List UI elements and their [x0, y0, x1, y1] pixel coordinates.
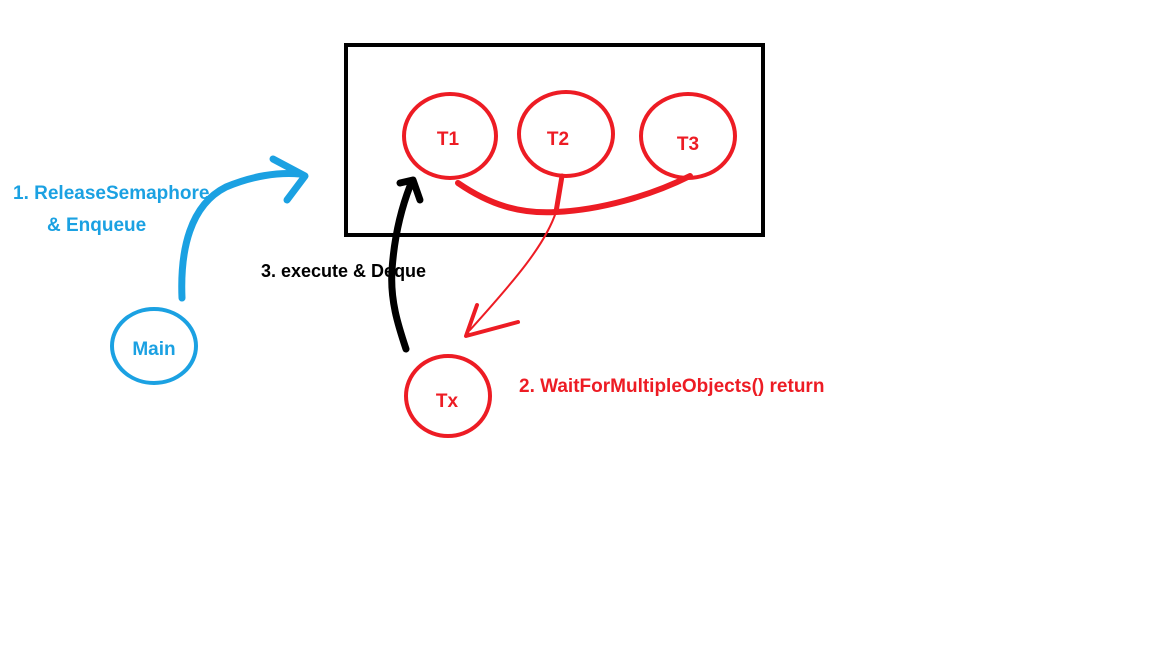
step3-arrow-head: [396, 176, 424, 204]
node-t1-label: T1: [437, 129, 460, 150]
step1-arrow-shaft: [178, 170, 304, 302]
node-t3-label: T3: [677, 134, 699, 155]
node-t2-label: T2: [547, 129, 569, 150]
node-t1-circle: [402, 92, 498, 180]
step2-arrow-head: [464, 303, 520, 338]
node-t2-circle: [517, 90, 615, 178]
node-tx-circle: [404, 354, 492, 438]
step2-label: 2. WaitForMultipleObjects() return: [519, 376, 824, 397]
node-tx-label: Tx: [436, 391, 459, 412]
thread-pool-box: [344, 43, 765, 237]
step1-label-line2: & Enqueue: [47, 215, 146, 236]
step3-arrow-shaft: [388, 182, 414, 353]
t2-join-stub: [553, 173, 565, 215]
step1-arrow-head: [269, 155, 309, 204]
step1-label-line1: 1. ReleaseSemaphore: [13, 183, 209, 204]
threads-join-curve: [455, 173, 693, 216]
step2-arrow-shaft: [469, 211, 557, 331]
step3-label: 3. execute & Deque: [261, 261, 426, 281]
node-main-label: Main: [132, 339, 175, 360]
node-main-circle: [110, 307, 198, 385]
